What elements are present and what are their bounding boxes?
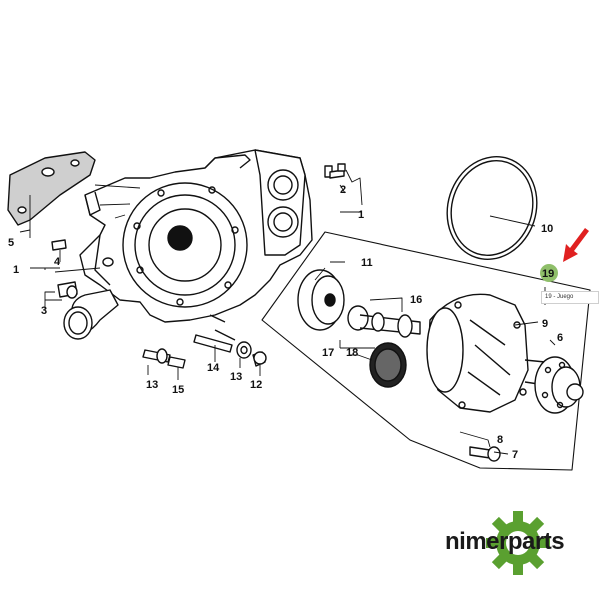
fasteners bbox=[51, 163, 501, 462]
callout-5: 5 bbox=[8, 237, 14, 249]
hub-flange-part bbox=[534, 356, 584, 414]
callout-10: 10 bbox=[541, 223, 553, 235]
callout-6: 6 bbox=[557, 332, 563, 344]
leader-lines bbox=[19, 169, 556, 455]
tooltip-text: 19 - Juego bbox=[545, 294, 574, 300]
callout-16: 16 bbox=[410, 294, 422, 306]
callout-14: 14 bbox=[207, 362, 220, 374]
callout-3: 3 bbox=[41, 305, 47, 317]
assembly-frame bbox=[261, 231, 591, 471]
callout-17: 17 bbox=[322, 347, 334, 359]
highlight-marker[interactable] bbox=[540, 264, 558, 282]
callout-2: 2 bbox=[340, 184, 346, 196]
brand-logo-text: nimerparts bbox=[445, 528, 565, 555]
callout-12: 12 bbox=[250, 379, 262, 391]
impeller-part bbox=[297, 269, 345, 331]
callout-4: 4 bbox=[54, 256, 61, 268]
gear-icon bbox=[486, 511, 550, 575]
callout-18: 18 bbox=[346, 347, 358, 359]
callout-1b: 1 bbox=[13, 264, 19, 276]
shaft-part bbox=[347, 305, 421, 338]
callout-labels: 1 1 2 3 4 5 6 7 8 9 10 11 12 13 13 14 15… bbox=[8, 184, 563, 461]
seal-part bbox=[369, 342, 407, 388]
pump-housing bbox=[63, 149, 333, 341]
pump-body-part bbox=[426, 293, 546, 413]
callout-8: 8 bbox=[497, 434, 503, 446]
gasket-part bbox=[7, 151, 96, 226]
part-tooltip: 19 - Juego bbox=[541, 291, 599, 304]
callout-13a: 13 bbox=[146, 379, 158, 391]
callout-1a: 1 bbox=[358, 209, 364, 221]
callout-15: 15 bbox=[172, 384, 184, 396]
callout-13b: 13 bbox=[230, 371, 242, 383]
o-ring-part bbox=[446, 156, 538, 260]
callout-19: 19 bbox=[542, 268, 554, 280]
red-arrow-icon bbox=[563, 228, 589, 262]
callout-11: 11 bbox=[361, 257, 373, 269]
callout-7: 7 bbox=[512, 449, 518, 461]
callout-9: 9 bbox=[542, 318, 548, 330]
